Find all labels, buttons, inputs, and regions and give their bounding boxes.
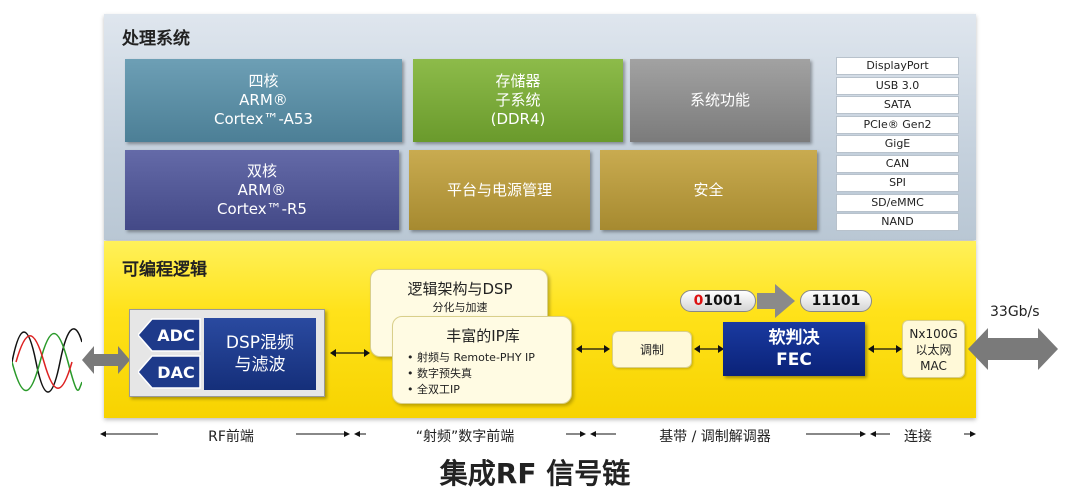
bits-flow-arrow-icon xyxy=(757,284,795,318)
mac-line-1: Nx100G xyxy=(909,327,958,341)
ip-item-2-text: 数字预失真 xyxy=(417,367,472,380)
security-label: 安全 xyxy=(693,180,724,199)
interface-displayport: DisplayPort xyxy=(836,57,959,75)
arrow-dsp-ip xyxy=(330,349,370,357)
rf-input-double-arrow-icon xyxy=(82,346,130,374)
interface-sdemmc: SD/eMMC xyxy=(836,194,959,212)
stage-separator-arrows xyxy=(100,431,976,437)
dual-core-r5-block: 双核 ARM® Cortex™-R5 xyxy=(125,150,399,230)
ip-library-card: 丰富的IP库 • 射频与 Remote-PHY IP • 数字预失真 • 全双工… xyxy=(392,316,572,404)
logic-subtitle: 分化与加速 xyxy=(432,301,488,314)
adc-dac-arrows xyxy=(138,318,201,389)
bits-input-rest: 1001 xyxy=(703,293,743,309)
ip-item-3: • 全双工IP xyxy=(407,383,460,396)
fec-line-2: FEC xyxy=(776,350,812,370)
dsp-mixing-filtering-block: DSP混频 与滤波 xyxy=(204,318,316,390)
stage-rf-frontend: RF前端 xyxy=(208,429,254,445)
interface-spi: SPI xyxy=(836,174,959,192)
ip-item-2: • 数字预失真 xyxy=(407,367,472,380)
bits-input-pill: 01001 xyxy=(680,290,756,312)
ip-item-1-text: 射频与 Remote-PHY IP xyxy=(417,351,535,364)
arrow-ip-modulation xyxy=(576,345,610,353)
pl-title: 可编程逻辑 xyxy=(122,260,207,280)
dual-line-1: 双核 xyxy=(246,161,277,180)
storage-line-2: 子系统 xyxy=(495,91,541,109)
stage-connectivity: 连接 xyxy=(904,429,932,445)
ip-title: 丰富的IP库 xyxy=(446,327,520,345)
rf-waveform-icon xyxy=(12,328,82,393)
bits-output-pill: 11101 xyxy=(800,290,872,312)
system-function-block: 系统功能 xyxy=(630,59,810,142)
fec-line-1: 软判决 xyxy=(768,328,820,348)
ethernet-mac-block: Nx100G 以太网 MAC xyxy=(902,320,965,378)
stage-digital-frontend: “射频”数字前端 xyxy=(415,429,515,445)
dual-line-3: Cortex™-R5 xyxy=(217,199,307,218)
dual-line-2: ARM® xyxy=(237,180,287,199)
dsp-line-1: DSP混频 xyxy=(225,333,295,353)
interface-pcie: PCIe® Gen2 xyxy=(836,116,959,134)
logic-title: 逻辑架构与DSP xyxy=(407,280,513,298)
quad-core-a53-block: 四核 ARM® Cortex™-A53 xyxy=(125,59,402,142)
storage-line-3: (DDR4) xyxy=(490,110,546,128)
storage-line-1: 存储器 xyxy=(495,72,541,90)
sysfunc-label: 系统功能 xyxy=(689,91,750,109)
dsp-line-2: 与滤波 xyxy=(234,355,286,375)
interface-usb: USB 3.0 xyxy=(836,77,959,95)
dac-label: DAC xyxy=(157,363,195,382)
ip-item-3-text: 全双工IP xyxy=(417,383,460,396)
output-double-arrow-icon xyxy=(968,328,1058,370)
modulation-label: 调制 xyxy=(639,343,664,357)
soft-decision-fec-block: 软判决 FEC xyxy=(723,322,865,376)
mac-line-2: 以太网 xyxy=(915,343,952,357)
diagram-caption: 集成RF 信号链 xyxy=(439,457,631,490)
power-label: 平台与电源管理 xyxy=(446,180,552,199)
modulation-block: 调制 xyxy=(612,331,692,368)
data-rate-label: 33Gb/s xyxy=(990,304,1040,320)
interface-nand: NAND xyxy=(836,213,959,231)
ip-item-1: • 射频与 Remote-PHY IP xyxy=(407,351,535,364)
memory-subsystem-block: 存储器 子系统 (DDR4) xyxy=(413,59,623,142)
quad-line-2: ARM® xyxy=(239,91,288,109)
stage-baseband-modem: 基带 / 调制解调器 xyxy=(659,429,771,445)
quad-line-3: Cortex™-A53 xyxy=(214,110,313,128)
platform-power-block: 平台与电源管理 xyxy=(409,150,590,230)
interface-gige: GigE xyxy=(836,135,959,153)
bits-input-red: 0 xyxy=(693,293,704,309)
arrow-fec-mac xyxy=(868,345,902,353)
interface-can: CAN xyxy=(836,155,959,173)
adc-label: ADC xyxy=(157,326,195,345)
interface-sata: SATA xyxy=(836,96,959,114)
security-block: 安全 xyxy=(600,150,817,230)
quad-line-1: 四核 xyxy=(248,72,279,90)
ps-title: 处理系统 xyxy=(122,29,190,49)
arrow-modulation-fec xyxy=(694,345,724,353)
mac-line-3: MAC xyxy=(920,359,947,373)
